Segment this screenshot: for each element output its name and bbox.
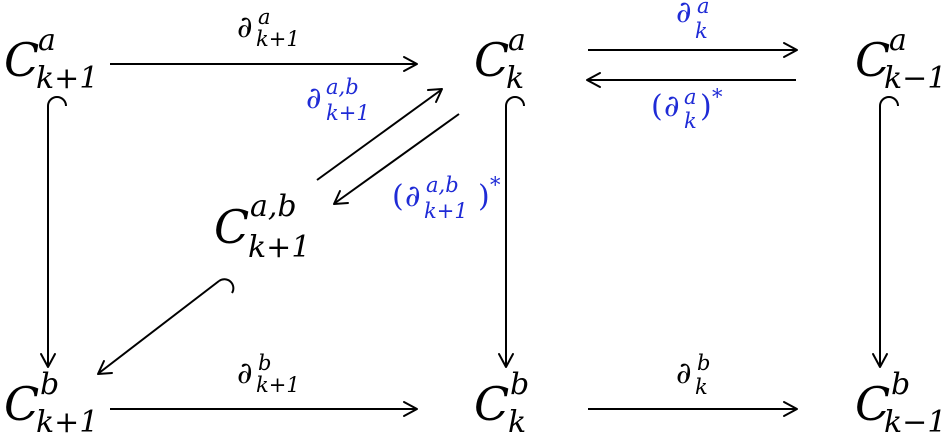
label-d-a-k-adjoint: ( ∂ a k ) *: [651, 85, 723, 133]
label-sup: a,b: [426, 173, 459, 197]
label-open-paren: (: [392, 179, 404, 214]
label-base: ∂: [676, 356, 692, 391]
arrow-c-a-k-minus-1-to-c-a-k: [586, 72, 796, 88]
node-sub: k−1: [884, 61, 946, 96]
node-sup: a: [38, 23, 56, 58]
node-sub: k+1: [36, 405, 98, 440]
label-d-a-k: ∂ a k: [676, 0, 710, 43]
node-base: C: [4, 33, 39, 87]
label-sup: a: [258, 5, 271, 29]
label-sub: k+1: [326, 101, 370, 125]
label-sup: b: [258, 351, 271, 375]
node-sup: b: [891, 367, 910, 402]
arrow-c-b-k-to-c-b-k-minus-1: [588, 401, 798, 417]
node-sup: a: [508, 23, 526, 58]
node-base: C: [474, 377, 509, 431]
node-c-b-k-plus-1: C b k+1: [4, 367, 98, 440]
label-base: ∂: [237, 10, 253, 45]
node-sub: k: [506, 61, 524, 96]
svg-text:C: C: [474, 377, 509, 431]
label-sup: a,b: [326, 75, 359, 99]
label-base: ∂: [676, 0, 692, 30]
node-sub: k: [508, 405, 526, 440]
arrow-c-ab-k-plus-1-to-c-a-k: [316, 88, 443, 181]
node-base: C: [855, 377, 890, 431]
label-sub: k: [684, 109, 697, 133]
label-sub: k+1: [424, 199, 468, 223]
arrow-c-a-k-plus-1-to-c-a-k: [110, 56, 418, 72]
label-sub: k+1: [256, 27, 300, 51]
label-d-ab-k-plus-1: ∂ a,b k+1: [306, 75, 370, 125]
label-open-paren: (: [651, 89, 663, 124]
node-base: C: [474, 33, 509, 87]
svg-text:C: C: [4, 377, 39, 431]
label-sub: k: [695, 375, 708, 399]
inclusion-c-a-k-to-c-b-k: [498, 96, 525, 368]
inclusion-c-a-k-minus-1-to-c-b-k-minus-1: [872, 96, 899, 368]
label-d-ab-k-plus-1-adjoint: ( ∂ a,b k+1 ) *: [392, 173, 501, 223]
label-star: *: [490, 173, 501, 197]
svg-text:C: C: [855, 377, 890, 431]
label-close-paren: ): [478, 179, 490, 214]
label-base: ∂: [306, 81, 322, 116]
node-sub: k+1: [36, 61, 98, 96]
label-d-a-k-plus-1: ∂ a k+1: [237, 5, 300, 51]
node-base: C: [855, 33, 890, 87]
node-c-ab-k-plus-1: C a,b k+1: [214, 189, 310, 265]
label-star: *: [712, 85, 723, 109]
arrow-c-a-k-to-c-a-k-minus-1: [588, 42, 798, 58]
node-c-a-k-plus-1: C a k+1: [4, 23, 98, 96]
label-sup: a: [697, 0, 710, 18]
inclusion-c-ab-k-plus-1-to-c-b-k-plus-1: [97, 278, 235, 375]
label-d-b-k: ∂ b k: [676, 351, 710, 399]
label-close-paren: ): [700, 89, 712, 124]
node-sup: a: [889, 23, 907, 58]
svg-text:C: C: [474, 33, 509, 87]
label-base: ∂: [664, 89, 680, 124]
label-sup: a: [684, 85, 697, 109]
node-sub: k−1: [884, 405, 946, 440]
arrow-c-b-k-plus-1-to-c-b-k: [110, 401, 418, 417]
node-base: C: [4, 377, 39, 431]
node-c-b-k-minus-1: C b k−1: [855, 367, 946, 440]
node-c-a-k-minus-1: C a k−1: [855, 23, 946, 96]
label-sub: k+1: [256, 373, 300, 397]
svg-text:C: C: [855, 33, 890, 87]
inclusion-c-a-k-plus-1-to-c-b-k-plus-1: [40, 96, 67, 368]
node-c-a-k: C a k: [474, 23, 526, 96]
node-c-b-k: C b k: [474, 367, 529, 440]
node-sup: b: [510, 367, 529, 402]
label-d-b-k-plus-1: ∂ b k+1: [237, 351, 300, 397]
svg-text:C: C: [214, 200, 249, 254]
label-sub: k: [695, 19, 708, 43]
node-sup: b: [40, 367, 59, 402]
label-base: ∂: [237, 356, 253, 391]
svg-text:C: C: [4, 33, 39, 87]
node-sub: k+1: [248, 230, 310, 265]
label-base: ∂: [405, 179, 421, 214]
label-sup: b: [697, 351, 710, 375]
node-base: C: [214, 200, 249, 254]
arrow-c-a-k-to-c-ab-k-plus-1: [333, 113, 460, 205]
node-sup: a,b: [250, 189, 297, 224]
